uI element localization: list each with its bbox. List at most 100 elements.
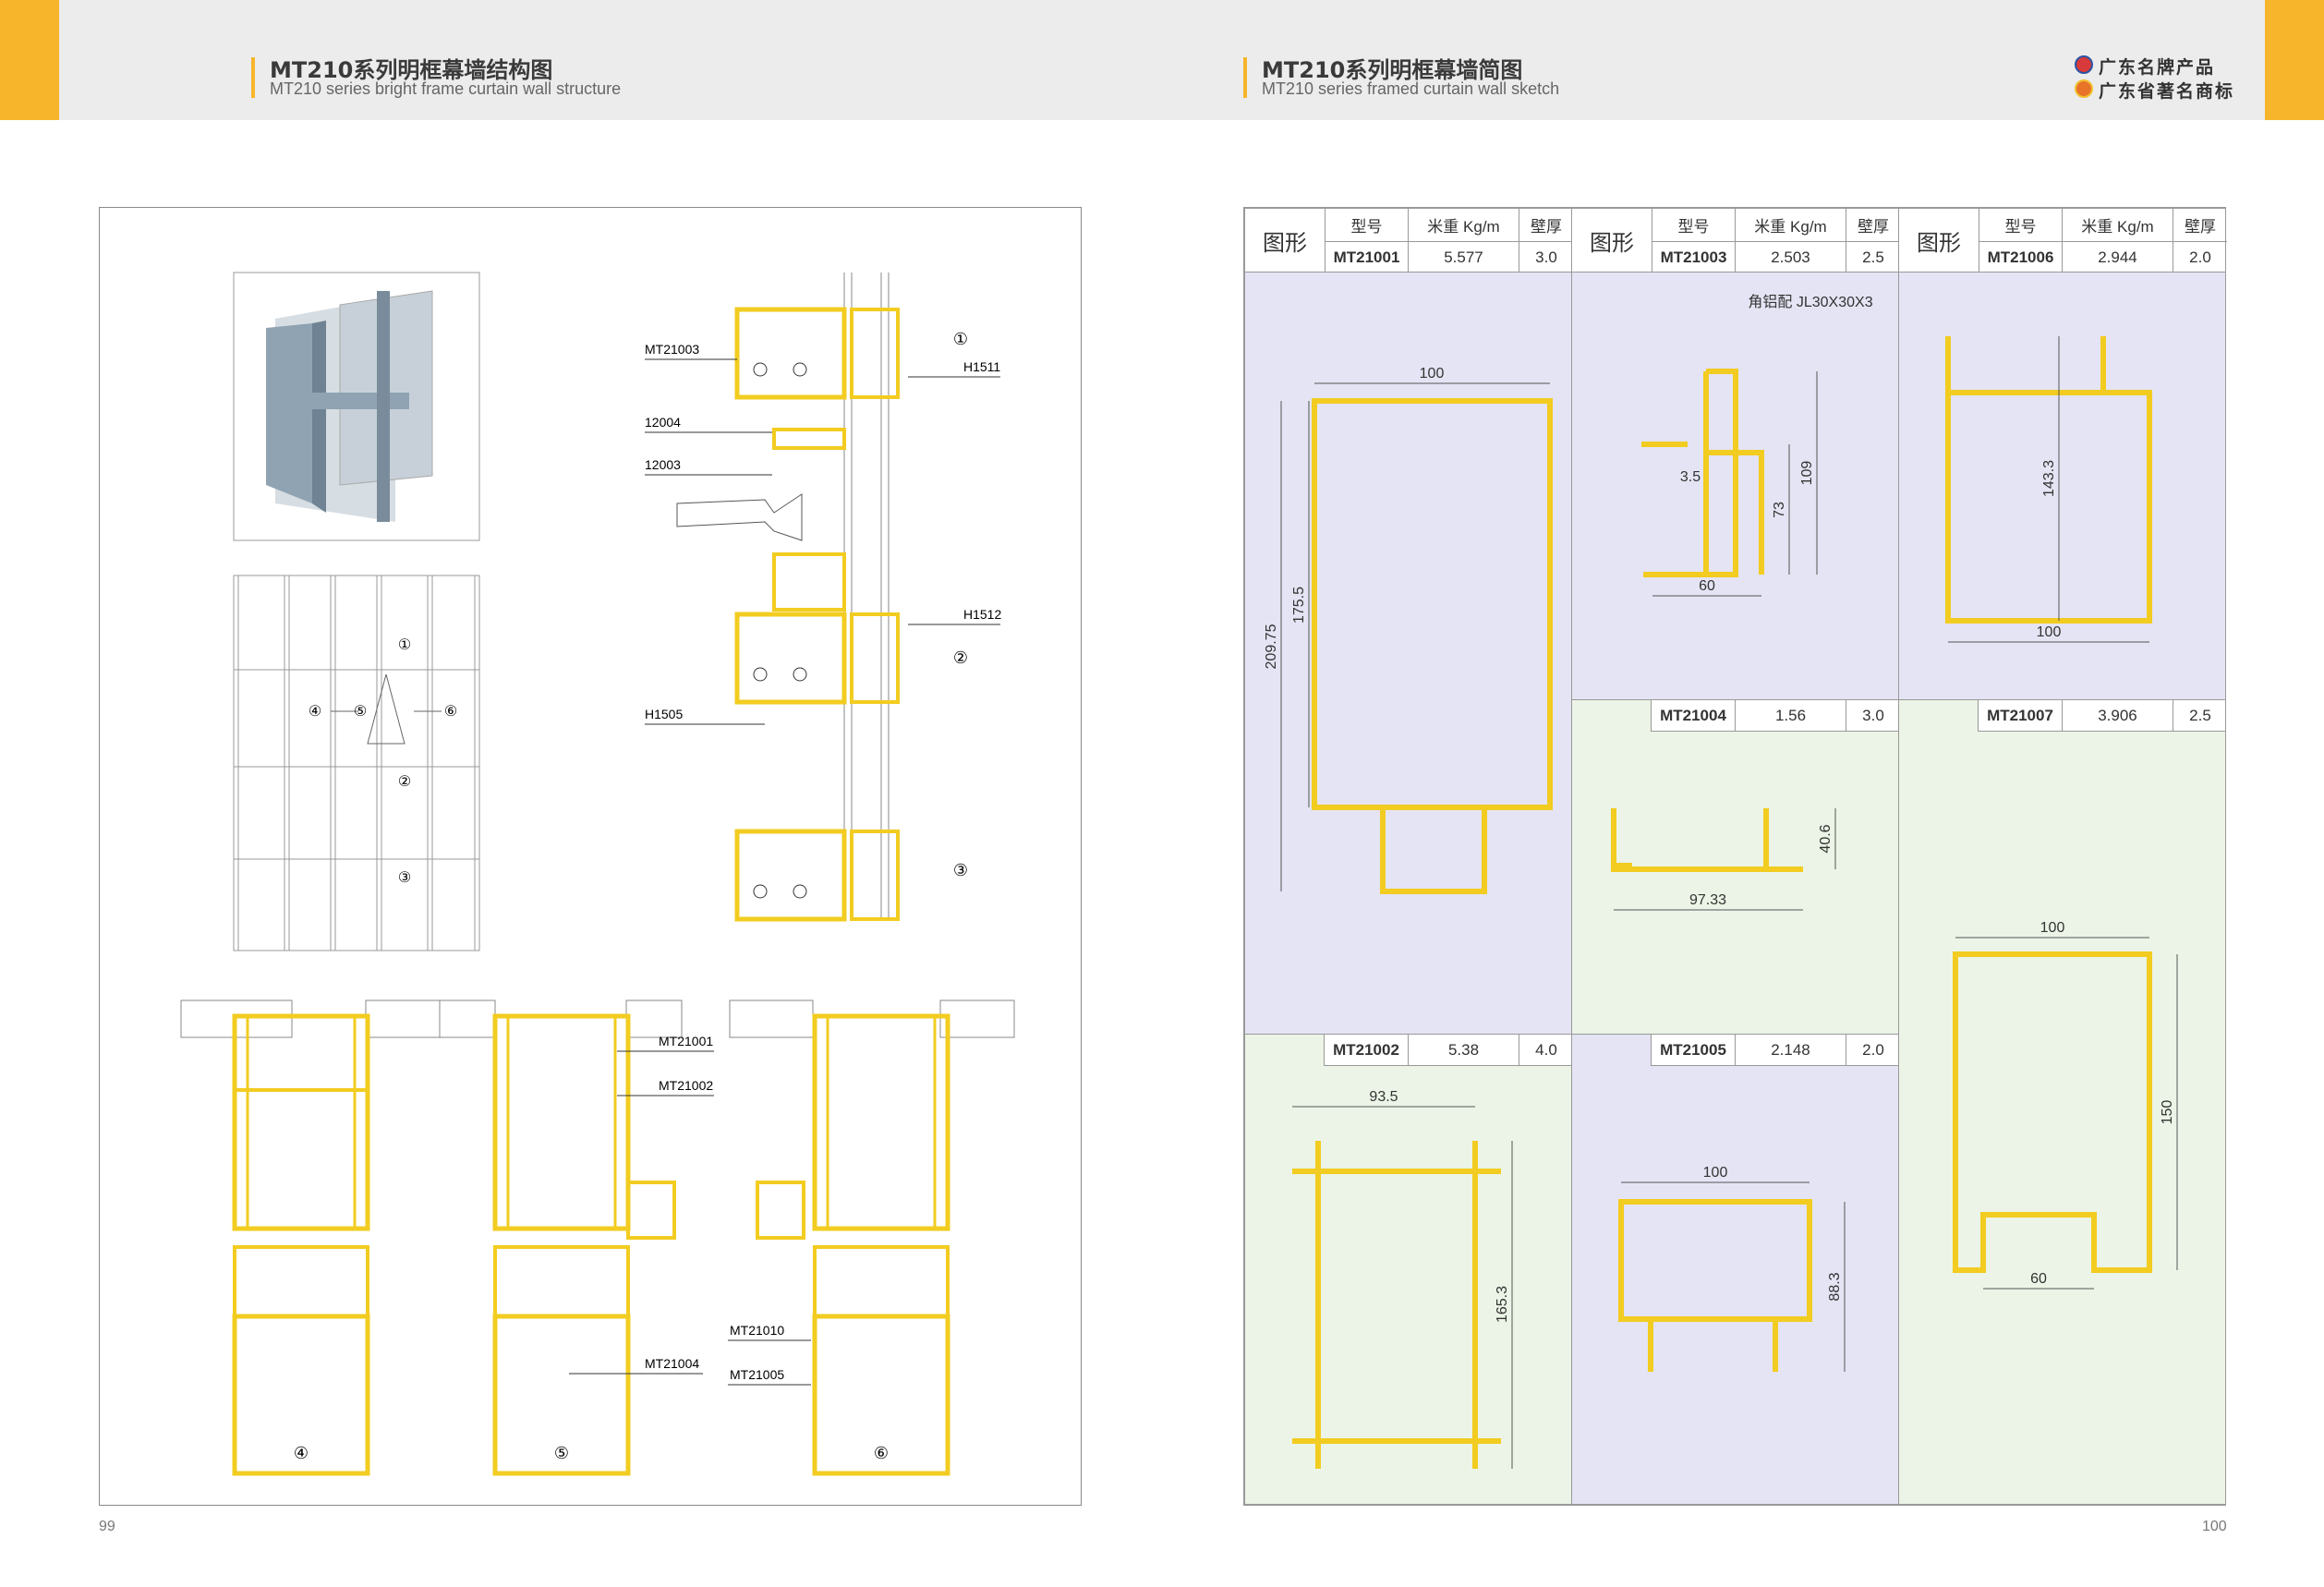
dim-3-5: 3.5 [1680,469,1701,485]
elevation-grid [233,575,480,951]
weight-value: 5.38 [1408,1035,1519,1065]
brand-product-icon [2075,55,2093,74]
model-value: MT21005 [1660,1040,1726,1059]
model-value: MT21006 [1979,241,2062,273]
weight-value: 2.148 [1735,1035,1846,1065]
model-value: MT21002 [1333,1040,1399,1059]
label-h1511: H1511 [963,359,1000,374]
dim-165-3: 165.3 [1495,1286,1510,1323]
horizontal-section-4 [180,999,444,1476]
shape-header: 图形 [1917,230,1961,256]
profile-catalog: 图形 型号 米重 Kg/m 壁厚 MT21001 5.577 3.0 图形 型号… [1243,207,2227,1506]
elev-callout-3: ③ [398,870,411,886]
right-subtitle: MT210 series framed curtain wall sketch [1262,79,1560,98]
subheader-mt21007: MT21007 3.906 2.5 [1978,699,2226,732]
shape-header: 图形 [1263,230,1307,256]
label-12004: 12004 [645,415,681,430]
label-mt21010: MT21010 [730,1323,784,1338]
weight-value: 2.503 [1735,241,1846,273]
note-angle: 角铝配 JL30X30X3 [1748,294,1872,310]
wall-header: 壁厚 [1846,209,1900,241]
page-number-right: 100 [2202,1519,2227,1534]
wall-value: 4.0 [1519,1035,1573,1065]
model-header: 型号 [1979,209,2062,241]
elev-callout-1: ① [398,637,411,653]
label-mt21001: MT21001 [659,1034,713,1048]
label-mt21005: MT21005 [730,1367,784,1382]
dim-100b: 100 [2037,624,2062,640]
catalog-header-col1: 图形 型号 米重 Kg/m 壁厚 MT21001 5.577 3.0 [1244,208,1573,273]
wall-value: 2.5 [1846,241,1900,273]
dim-97-33: 97.33 [1689,892,1726,908]
left-accent-bar [0,0,59,120]
model-value: MT21001 [1325,241,1408,273]
section-callout-1: ① [953,330,968,348]
left-title-tick [251,57,255,98]
subheader-mt21004: MT21004 1.56 3.0 [1651,699,1899,732]
weight-value: 2.944 [2062,241,2173,273]
wall-value: 2.0 [1846,1035,1900,1065]
dim-175-5: 175.5 [1291,587,1307,624]
weight-header: 米重 Kg/m [1408,209,1519,241]
dim-100c: 100 [2040,920,2065,936]
hsection-callout-6: ⑥ [874,1444,889,1462]
right-title: MT210系列明框幕墙简图 [1262,57,1523,83]
label-12003: 12003 [645,457,681,472]
dim-60a: 60 [1699,578,1715,594]
subheader-mt21002: MT21002 5.38 4.0 [1324,1034,1572,1066]
hsection-callout-5: ⑤ [554,1444,569,1462]
dim-40-6: 40.6 [1818,824,1834,853]
profile-drawings: 100 209.75 175.5 角铝配 JL30X30X3 109 73 3.… [1264,294,2178,1469]
label-mt21002: MT21002 [659,1078,713,1093]
weight-header: 米重 Kg/m [2062,209,2173,241]
shape-header: 图形 [1590,230,1634,256]
right-accent-bar [2265,0,2324,120]
right-title-tick [1243,57,1247,98]
label-mt21004: MT21004 [645,1356,699,1371]
page-header [0,0,2324,120]
elev-callout-4: ④ [309,704,321,720]
section-callout-2: ② [953,648,968,667]
famous-trademark-badge: 广东省著名商标 [2099,81,2235,102]
structure-panel: ① ④ ⑤ ⑥ ② ③ MT21003 12004 12003 H151 [99,207,1082,1506]
label-h1505: H1505 [645,707,683,721]
weight-value: 5.577 [1408,241,1519,273]
subheader-mt21005: MT21005 2.148 2.0 [1651,1034,1899,1066]
dim-143-3: 143.3 [2041,460,2057,497]
model-value: MT21003 [1652,241,1735,273]
wall-value: 3.0 [1519,241,1573,273]
left-title: MT210系列明框幕墙结构图 [270,57,553,83]
wall-value: 2.0 [2173,241,2227,273]
hsection-callout-4: ④ [294,1444,309,1462]
wall-value: 2.5 [2173,700,2227,731]
weight-header: 米重 Kg/m [1735,209,1846,241]
weight-value: 3.906 [2062,700,2173,731]
structure-drawing: ① ④ ⑤ ⑥ ② ③ MT21003 12004 12003 H151 [180,272,1015,1476]
render-3d-image [233,272,480,541]
cell-mt21006 [1898,272,2226,700]
weight-value: 1.56 [1735,700,1846,731]
dim-60b: 60 [2030,1271,2047,1287]
label-mt21003: MT21003 [645,342,699,357]
label-h1512: H1512 [963,607,1001,622]
wall-header: 壁厚 [2173,209,2227,241]
elev-callout-6: ⑥ [444,704,457,720]
model-value: MT21004 [1660,706,1726,724]
cell-mt21002 [1244,1034,1572,1505]
dim-100a: 100 [1420,366,1445,382]
model-header: 型号 [1652,209,1735,241]
horizontal-section-5 [439,999,683,1476]
dim-209-75: 209.75 [1264,624,1279,669]
dim-73: 73 [1772,502,1787,518]
page-number-left: 99 [99,1519,115,1534]
horizontal-section-6 [729,999,1015,1476]
section-callout-3: ③ [953,861,968,879]
dim-109: 109 [1799,461,1815,486]
dim-88-3: 88.3 [1827,1272,1843,1301]
wall-header: 壁厚 [1519,209,1573,241]
model-header: 型号 [1325,209,1408,241]
dim-100d: 100 [1703,1165,1728,1181]
wall-value: 3.0 [1846,700,1900,731]
left-subtitle: MT210 series bright frame curtain wall s… [270,79,622,98]
famous-trademark-icon [2075,79,2093,98]
